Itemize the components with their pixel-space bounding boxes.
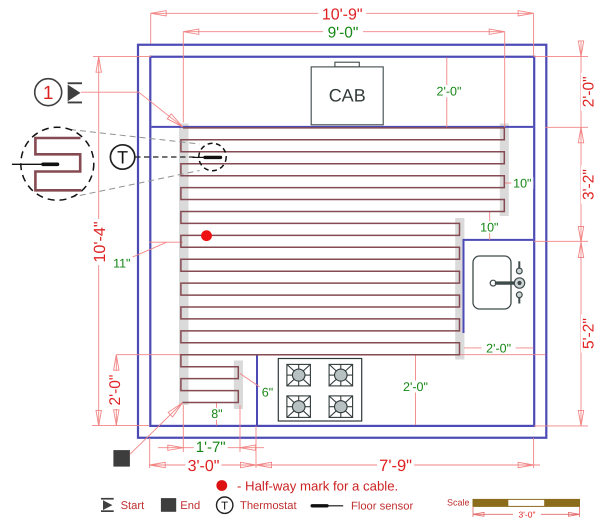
svg-text:6": 6" bbox=[262, 385, 273, 399]
svg-text:7'-9": 7'-9" bbox=[379, 457, 412, 475]
svg-text:10": 10" bbox=[480, 221, 498, 235]
svg-text:10'-4": 10'-4" bbox=[91, 221, 109, 262]
svg-text:10'-9": 10'-9" bbox=[322, 7, 363, 24]
svg-text:1'-7": 1'-7" bbox=[196, 439, 226, 456]
svg-text:Start: Start bbox=[121, 500, 146, 512]
svg-text:End: End bbox=[180, 500, 200, 512]
svg-text:- Half-way mark for a cable.: - Half-way mark for a cable. bbox=[237, 478, 398, 493]
svg-text:10": 10" bbox=[513, 176, 531, 190]
svg-text:8": 8" bbox=[211, 407, 222, 421]
svg-text:T: T bbox=[117, 147, 128, 167]
svg-text:5'-2": 5'-2" bbox=[580, 318, 597, 349]
svg-text:11": 11" bbox=[113, 256, 130, 270]
svg-text:3'-2": 3'-2" bbox=[580, 169, 597, 200]
svg-text:2'-0": 2'-0" bbox=[486, 341, 511, 355]
svg-text:Scale: Scale bbox=[447, 497, 470, 507]
svg-text:2'-0": 2'-0" bbox=[437, 85, 462, 99]
svg-text:3'-0": 3'-0" bbox=[519, 509, 536, 519]
svg-text:2'-0": 2'-0" bbox=[107, 375, 124, 406]
svg-text:1: 1 bbox=[43, 83, 54, 104]
svg-text:3'-0": 3'-0" bbox=[188, 458, 220, 475]
svg-text:Floor sensor: Floor sensor bbox=[351, 500, 413, 512]
svg-text:CAB: CAB bbox=[329, 86, 366, 106]
svg-text:9'-0": 9'-0" bbox=[328, 24, 359, 41]
svg-text:T: T bbox=[221, 500, 228, 512]
svg-text:2'-0": 2'-0" bbox=[403, 380, 428, 394]
svg-text:2'-0": 2'-0" bbox=[580, 76, 597, 107]
svg-text:Thermostat: Thermostat bbox=[240, 500, 297, 512]
